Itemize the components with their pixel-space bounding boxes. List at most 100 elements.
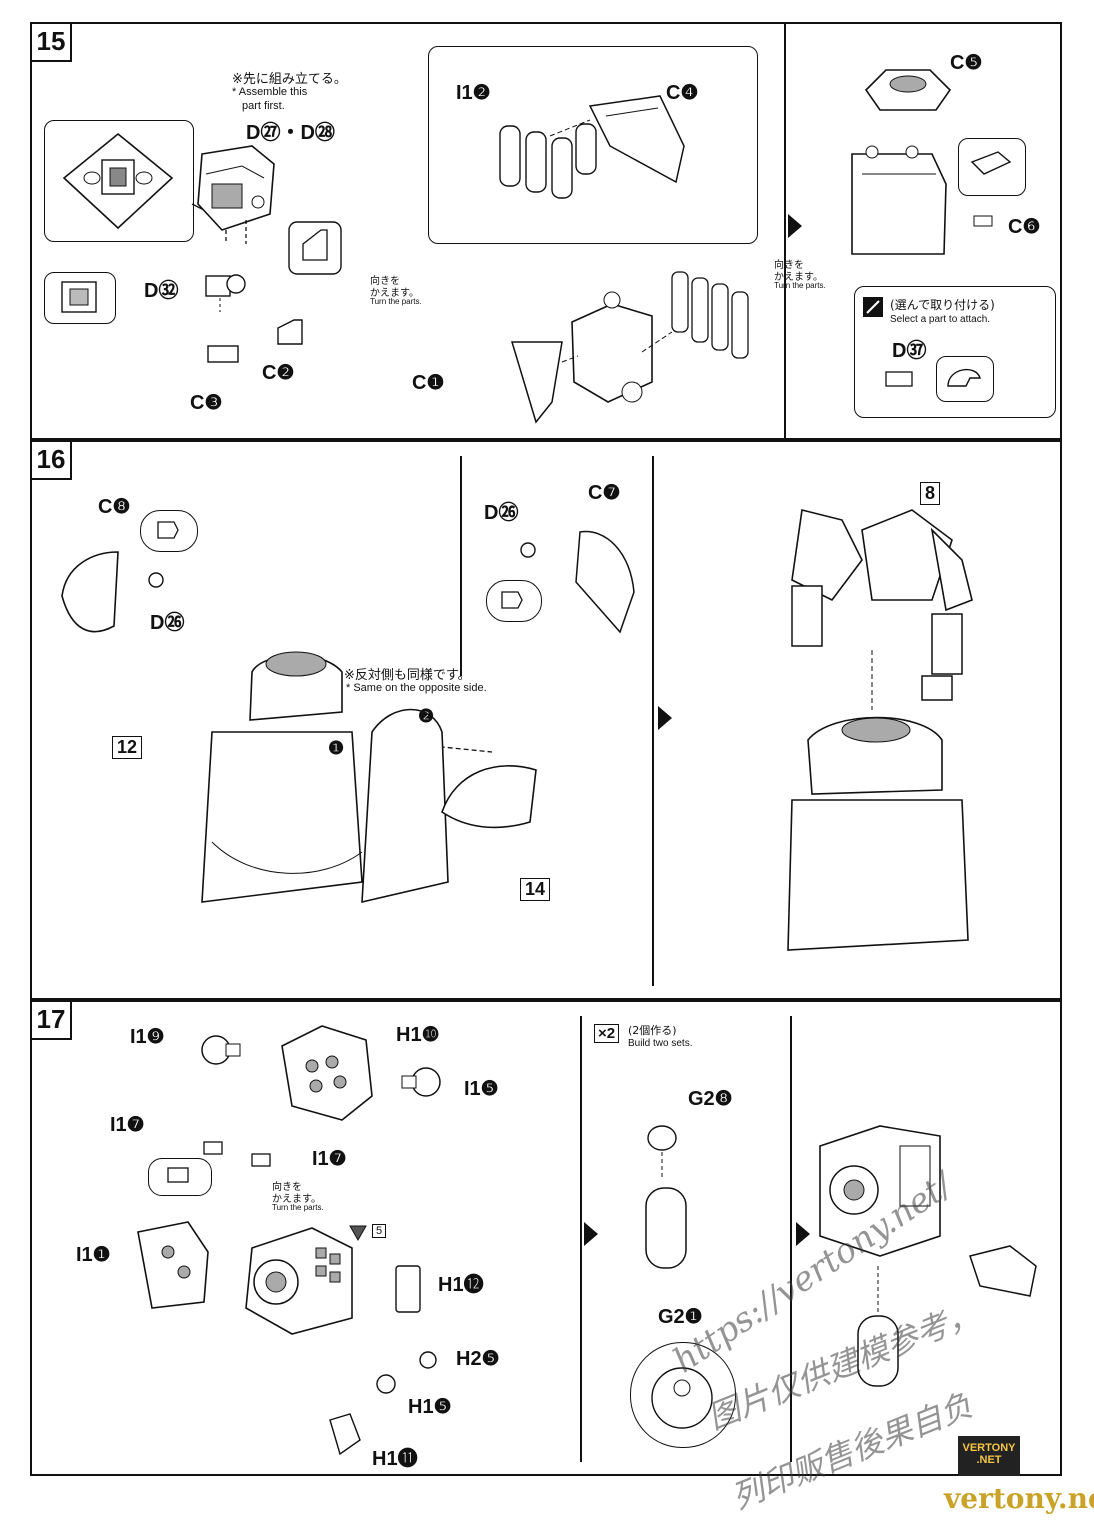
h110-part-drawing	[281, 1025, 373, 1121]
c3-part-drawing	[207, 345, 239, 363]
i17-right-part	[251, 1153, 271, 1167]
next-step-arrow	[658, 706, 672, 730]
i15-part-drawing	[401, 1067, 441, 1097]
part-label-c2: C❷	[262, 362, 295, 384]
ref-box-14: 14	[520, 878, 551, 901]
part-label-d26-left: D㉖	[150, 612, 185, 634]
step-number: 17	[30, 1000, 72, 1040]
part-label-d26-right: D㉖	[484, 502, 519, 524]
part-label-d27-d28: D㉗・D㉘	[246, 122, 335, 144]
shoulder-assembly-drawing	[510, 271, 749, 424]
d32-inset-drawing	[61, 281, 97, 313]
turn-parts-en: Turn the parts.	[370, 297, 422, 306]
g28-part-drawing	[647, 1125, 677, 1180]
order-1-marker: ❶	[328, 738, 345, 758]
d26-inset-left-drawing	[157, 521, 179, 539]
next-step-arrow	[788, 214, 802, 238]
select-part-en: Select a part to attach.	[890, 314, 991, 325]
part-label-h111: H1⓫	[372, 1448, 418, 1470]
g21-inset	[630, 1342, 736, 1448]
i19-part-drawing	[201, 1035, 241, 1065]
sticker-ref-number: 5	[372, 1224, 387, 1238]
part-label-c5: C❺	[950, 52, 983, 74]
part-label-i15: I1❺	[464, 1078, 499, 1100]
d37-part-drawing	[885, 371, 913, 387]
h112-part-drawing	[395, 1265, 421, 1313]
upper-body-drawing	[791, 509, 973, 701]
next-step-arrow	[584, 1222, 598, 1246]
d26-inset-left	[140, 510, 198, 552]
skirt-drawing	[851, 145, 947, 255]
step-17-panel: 17 I1❾ H1❿ I1❺ I1❼ I1❼ 向きを かえます。 Turn th…	[30, 1000, 1062, 1476]
step-number: 15	[30, 22, 72, 62]
lower-body-drawing	[787, 650, 969, 951]
next-step-arrow	[796, 1222, 810, 1246]
i12-part-drawing	[499, 123, 597, 199]
opposite-side-jp: ※反対側も同様です。	[344, 668, 471, 683]
part-label-d32: D㉜	[144, 280, 179, 302]
divider-2	[652, 456, 654, 986]
part-label-c6: C❻	[1008, 216, 1041, 238]
order-2-marker: ❷	[418, 706, 435, 726]
turn-parts-jp-1: 向きを	[272, 1182, 302, 1193]
d26-inset-right-drawing	[501, 591, 523, 609]
part-label-h110: H1❿	[396, 1024, 440, 1046]
head-subassembly-drawing	[197, 145, 275, 244]
c7-part-drawing	[575, 530, 635, 634]
badge-line-2: .NET	[976, 1454, 1002, 1466]
backpack-core-drawing	[245, 1227, 353, 1335]
g21-inset-drawing	[651, 1367, 713, 1429]
step-number: 16	[30, 440, 72, 480]
g21-part-drawing	[645, 1187, 687, 1269]
step-15-panel: 15 ※先に組み立てる。 * Assemble this part first.…	[30, 22, 1062, 440]
c2-inset	[288, 221, 342, 275]
divider-2	[790, 1016, 792, 1462]
d37-alt-inset	[936, 356, 994, 402]
diamond-part-drawing	[62, 132, 174, 230]
c6-part-drawing	[973, 215, 993, 227]
turn-parts-jp-2-b: かえます。	[774, 272, 823, 283]
c8-part-drawing	[61, 551, 119, 633]
pre-assemble-note-jp: ※先に組み立てる。	[232, 72, 347, 87]
badge-line-1: VERTONY	[962, 1442, 1016, 1454]
turn-parts-jp-1: 向きを	[370, 276, 400, 287]
watermark-footer: vertony.net	[944, 1482, 1094, 1515]
d37-alt-drawing	[947, 368, 981, 387]
c6-inset-drawing	[970, 151, 1012, 175]
divider-1	[580, 1016, 582, 1462]
c5-part-drawing	[864, 69, 952, 111]
part-label-i17-left: I1❼	[110, 1114, 145, 1136]
turn-parts-en: Turn the parts.	[272, 1203, 324, 1212]
turn-parts-jp-2: かえます。	[370, 288, 419, 299]
turn-parts-jp-2: かえます。	[272, 1194, 321, 1205]
d32-part-drawing	[205, 274, 246, 312]
part-label-h15: H1❺	[408, 1396, 452, 1418]
opposite-side-en: * Same on the opposite side.	[346, 682, 487, 694]
ref-box-12: 12	[112, 736, 143, 759]
c7-armor-drawing	[441, 765, 537, 829]
part-label-c4: C❹	[666, 82, 699, 104]
d26-ball-right	[520, 542, 536, 558]
part-label-h25: H2❺	[456, 1348, 500, 1370]
h111-part-drawing	[329, 1413, 361, 1456]
vertony-badge: VERTONY .NET	[958, 1436, 1020, 1476]
part-label-c3: C❸	[190, 392, 223, 414]
sticker-icon	[349, 1225, 367, 1242]
select-part-icon	[863, 297, 883, 317]
backpack-final-drawing	[819, 1125, 1037, 1387]
part-label-g28: G2❽	[688, 1088, 733, 1110]
part-label-i11: I1❶	[76, 1244, 111, 1266]
build-two-jp: (2個作る)	[628, 1024, 677, 1037]
turn-parts-jp-1-b: 向きを	[774, 260, 804, 271]
part-label-c8: C❽	[98, 496, 131, 518]
turn-parts-en-b: Turn the parts.	[774, 281, 826, 290]
d26-inset-right	[486, 580, 542, 622]
i11-part-drawing	[137, 1221, 209, 1309]
step-16-panel: 16 C❽ D㉖ ❶ ❷ ※反対側も同様です。 * Same on the op…	[30, 440, 1062, 1000]
select-part-jp: (選んで取り付ける)	[890, 298, 995, 312]
pre-assemble-note-en-1: * Assemble this	[232, 86, 308, 98]
ref-box-8: 8	[920, 482, 941, 505]
part-label-c1: C❶	[412, 372, 445, 394]
divider-1	[460, 456, 462, 676]
h15-part-drawing	[376, 1374, 396, 1394]
